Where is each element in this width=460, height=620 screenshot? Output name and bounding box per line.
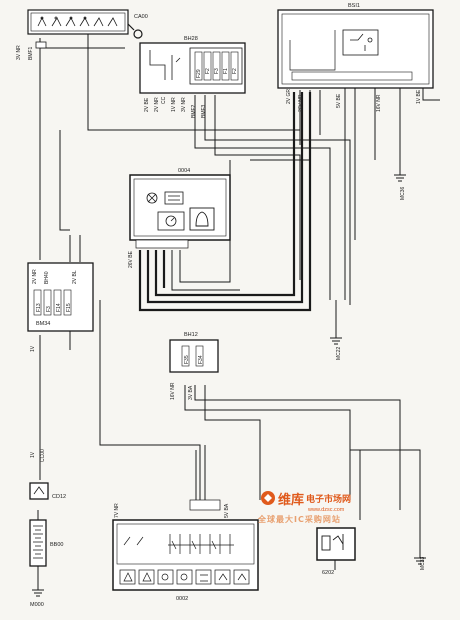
cd12-connector: 1V CC00 CD12: [29, 449, 66, 500]
bsi1-module: BSI1 2V GR 26V NR 5V BE 16V NR 1V BE: [277, 3, 434, 112]
mc22-ground: MC22: [330, 330, 342, 360]
bh28-label: BH28: [184, 36, 198, 42]
watermark-site: www.dzsc.com: [307, 507, 345, 513]
bh12-3v-ba: 3V BA: [188, 385, 194, 400]
bm34-2v-bl: 2V BL: [72, 270, 78, 284]
bm34-fuse-1: F13: [36, 303, 42, 312]
bh28-cc: CC: [161, 96, 167, 104]
d004-instrument-panel: 0004 26V BE: [128, 168, 231, 268]
bh28-fuse-2: F2: [205, 68, 211, 74]
gauge-icon: [157, 211, 185, 231]
d002-7v-nr: 7V NR: [114, 503, 120, 518]
bh12-fuse-box: BH12 F35 F34 16V NR 3V BA: [169, 332, 219, 400]
horn-bell-icon: [189, 207, 215, 231]
bh12-fuse-2: F34: [198, 355, 204, 364]
bh28-1v-nr: 1V NR: [171, 97, 177, 112]
display-icon: [164, 191, 184, 205]
ground-icon: [32, 589, 44, 597]
bsi-1v-be: 1V BE: [416, 89, 422, 104]
watermark-logo-icon: [261, 491, 275, 505]
mc22-label: MC22: [336, 346, 342, 360]
bm34-fuse-3: F14: [56, 303, 62, 312]
ca00-connector-label: 3V NR: [16, 45, 22, 60]
mc33-label: MC33: [420, 556, 426, 570]
key-icon: [127, 23, 143, 39]
bm34-2v-nr: 2V NR: [32, 269, 38, 284]
d002-switch-panel: 7V NR 5V BA 0002: [112, 499, 259, 602]
mc36-ground: MC36: [394, 165, 406, 200]
hazard-icon: [123, 572, 247, 582]
d004-connector: 26V BE: [128, 250, 134, 268]
mc33-ground: MC33: [414, 530, 426, 570]
bmf1-wire-label: BMF1: [28, 46, 34, 60]
m000-label: M000: [30, 602, 44, 608]
bh28-relay-icon: [149, 50, 181, 80]
bh28-bmf3: BMF3: [201, 104, 207, 118]
bh28-fuse-4: F1: [223, 68, 229, 74]
warning-lamp-icon: [146, 192, 158, 204]
cd12-label: CD12: [52, 494, 66, 500]
bb00-battery: BB00 M000: [29, 519, 63, 608]
bh12-16v-nr: 16V NR: [170, 382, 176, 400]
mc36-label: MC36: [400, 186, 406, 200]
ca00-switch-contacts-icon: [37, 16, 118, 27]
cc00-wire: CC00: [40, 449, 46, 462]
d002-label: 0002: [176, 596, 188, 602]
bh28-3v-nr: 3V NR: [181, 97, 187, 112]
d002-button-row: [119, 569, 250, 585]
bm34-fuse-box: BM34 F13 F3 F14 F15 2V NR BH40 2V BL 1V: [27, 262, 94, 352]
watermark-brand: 维库: [278, 492, 304, 508]
bsi-5v-be: 5V BE: [336, 93, 342, 108]
bb00-label: BB00: [50, 542, 63, 548]
ca00-label: CA00: [134, 14, 148, 20]
ground-icon: [330, 337, 342, 345]
bm34-fuse-4: F15: [66, 303, 72, 312]
bh28-fuse-strip: [194, 51, 239, 81]
bh28-fuse-3: F3: [214, 68, 220, 74]
bh12-label: BH12: [184, 332, 198, 338]
bh28-bmf2: BMF2: [191, 104, 197, 118]
ground-icon: [394, 174, 406, 182]
ground-icon: [414, 557, 426, 565]
d202-label: 6202: [322, 570, 334, 576]
bh28-fuse-5: F2: [232, 68, 238, 74]
wire-layer: [37, 30, 440, 590]
watermark-title: 电子市场网: [306, 493, 351, 504]
bh28-fuse-1: F29: [196, 69, 202, 78]
bm34-fuse-strip: [33, 289, 72, 316]
bh12-fuse-strip: [181, 345, 204, 367]
bh12-fuse-1: F35: [184, 355, 190, 364]
bsi1-relay-icon: [342, 29, 379, 56]
watermark-slogan: 全球最大IC采购网站: [257, 514, 341, 524]
cd12-1v: 1V: [30, 451, 36, 458]
bh28-2v-nr: 2V NR: [154, 97, 160, 112]
ca00-ignition-switch: CA00 3V NR BMF1: [16, 9, 148, 60]
d002-5v-ba: 5V BA: [224, 503, 230, 518]
battery-icon: [33, 525, 43, 559]
connector-icon: [33, 486, 45, 495]
d202-horn: 6202: [316, 527, 356, 576]
bm34-label: BM34: [36, 321, 50, 327]
bh40-wire: BH40: [44, 271, 50, 284]
bsi-26v-nr: 26V NR: [298, 94, 304, 112]
d004-label: 0004: [178, 168, 190, 174]
bsi1-label: BSI1: [348, 3, 360, 9]
bh28-fuse-box: BH28 F29 F2 F3 F1 F2 2V BE 2V NR CC 1V N…: [139, 36, 246, 118]
bsi-16v-nr: 16V NR: [376, 94, 382, 112]
bm34-1v: 1V: [30, 345, 36, 352]
watermark: 维库 电子市场网 www.dzsc.com 全球最大IC采购网站: [257, 491, 351, 524]
d002-switch-contacts: [123, 534, 234, 554]
bm34-fuse-2: F3: [46, 306, 52, 312]
bsi1-pin-row: [291, 71, 413, 81]
horn-icon: [321, 534, 344, 551]
bsi-2v-gr: 2V GR: [286, 89, 292, 104]
bh28-2v-be: 2V BE: [144, 97, 150, 112]
